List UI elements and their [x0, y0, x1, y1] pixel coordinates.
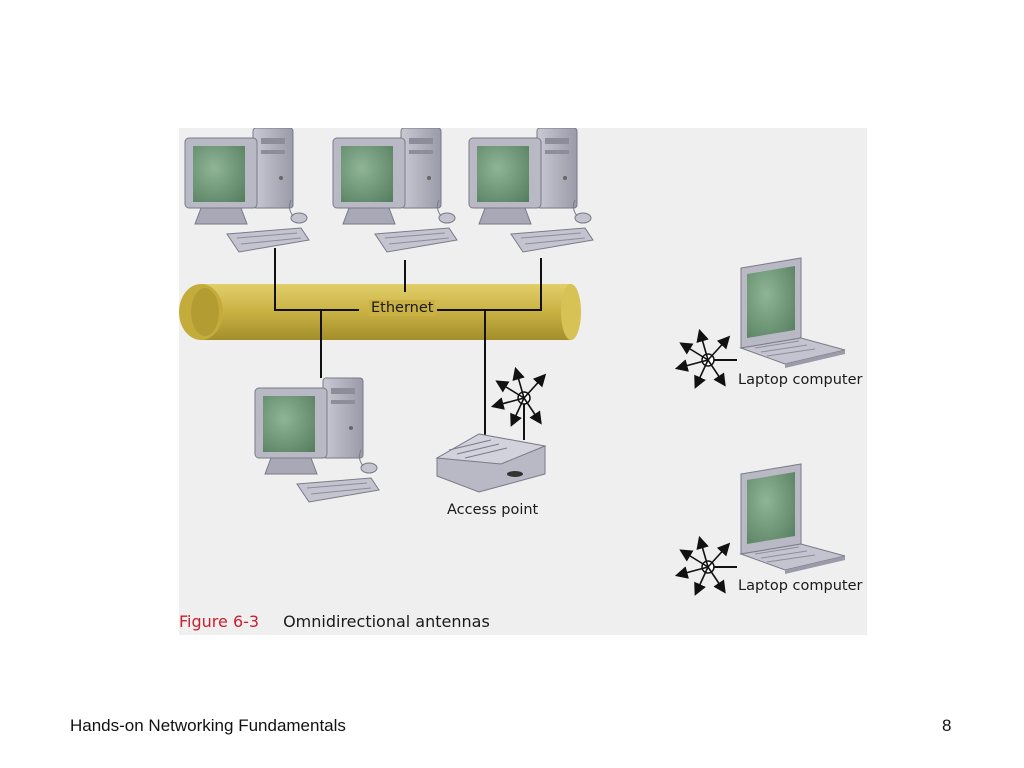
access-point-label: Access point [447, 502, 539, 518]
desktop-computer-3 [468, 128, 594, 253]
desktop-computer-1 [184, 128, 310, 253]
network-diagram-figure: Ethernet Access point Laptop computer La… [179, 128, 867, 635]
figure-title: Omnidirectional antennas [283, 612, 490, 631]
ethernet-label: Ethernet [369, 300, 436, 316]
network-connections [274, 248, 737, 568]
laptop-2-label: Laptop computer [738, 578, 863, 594]
ethernet-cable [179, 284, 581, 340]
laptop-1-label: Laptop computer [738, 372, 863, 388]
desktop-computer-4 [254, 377, 380, 503]
figure-number: Figure 6-3 [179, 612, 260, 631]
page-number: 8 [942, 716, 952, 735]
figure-caption: Figure 6-3 Omnidirectional antennas [179, 612, 490, 631]
footer-title: Hands-on Networking Fundamentals [70, 716, 346, 735]
desktop-computer-2 [332, 128, 458, 253]
laptop-computer-2 [740, 463, 846, 575]
access-point-antenna-icon [494, 370, 544, 424]
laptop-computer-1 [740, 257, 846, 369]
access-point-device [435, 433, 547, 493]
